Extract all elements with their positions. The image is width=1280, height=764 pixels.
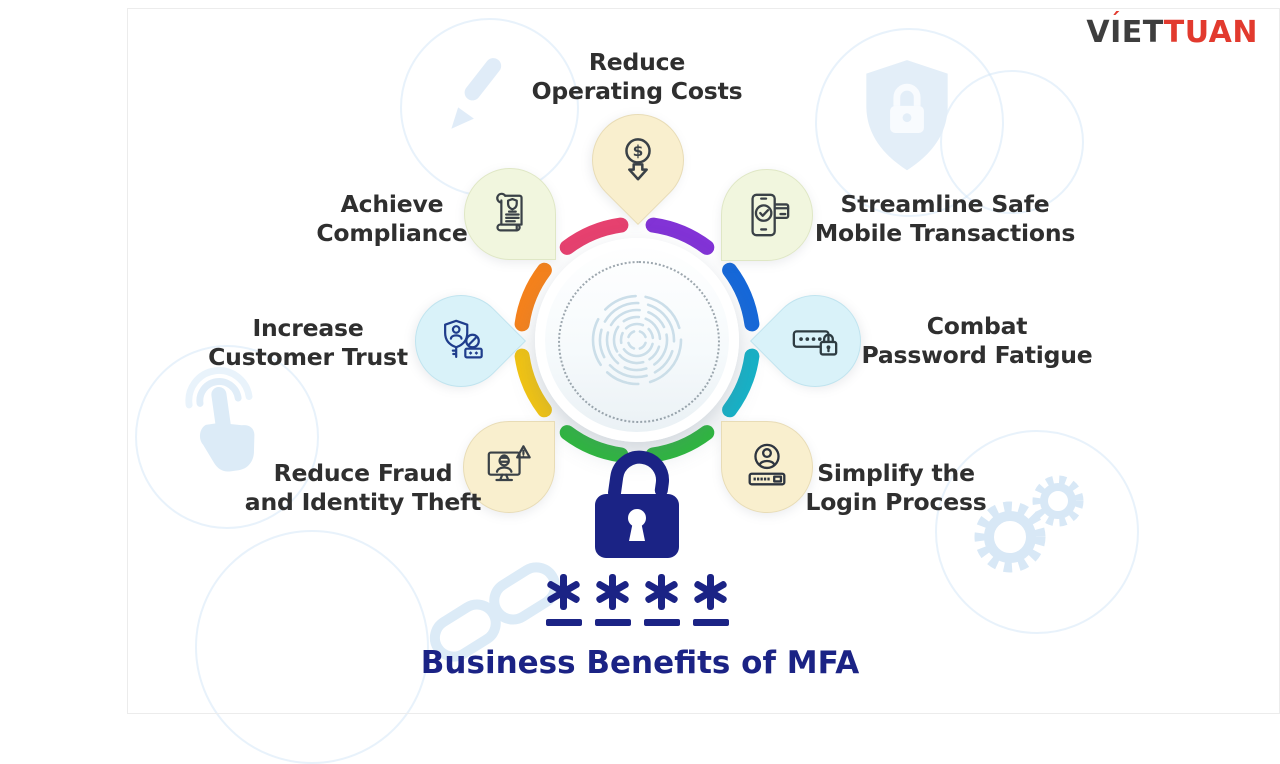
- hacker-alert-icon: [484, 442, 534, 492]
- label-line: Mobile Transactions: [814, 218, 1076, 247]
- shield-lock-icon: [866, 60, 948, 171]
- benefit-label-streamline-safe-mobile-transactions: Streamline Safe Mobile Transactions: [795, 190, 1095, 247]
- label-line: Compliance: [316, 218, 468, 247]
- bubble-achieve-compliance: [464, 168, 556, 260]
- background-circle: [135, 345, 319, 529]
- dollar-decrease-icon: $: [613, 135, 663, 185]
- underscore-bar: [692, 619, 729, 626]
- benefit-ring: [514, 217, 760, 463]
- label-line: Increase: [252, 314, 364, 342]
- background-circle: [935, 430, 1139, 634]
- pen-icon: [451, 58, 502, 129]
- logo-text-dark: VIET ´: [1086, 10, 1163, 50]
- password-field-lock-icon: [790, 316, 840, 366]
- label-line: Streamline Safe: [840, 190, 1050, 218]
- benefit-label-achieve-compliance: Achieve Compliance: [282, 190, 502, 247]
- viettuan-logo: VIET ´ TUAN: [1086, 10, 1258, 50]
- password-char: [692, 574, 729, 626]
- page-title: Business Benefits of MFA: [420, 645, 860, 681]
- password-char: [545, 574, 582, 626]
- hand-tap-icon: [185, 367, 255, 472]
- ring-segment-right-upper: [722, 262, 760, 332]
- user-credentials-icon: [742, 442, 792, 492]
- fingerprint-icon: [591, 294, 683, 386]
- shield-user-key-icon: [436, 316, 486, 366]
- ring-segment-bottom-right: [645, 425, 715, 463]
- open-padlock-icon: [595, 450, 679, 558]
- benefit-label-combat-password-fatigue: Combat Password Fatigue: [827, 312, 1127, 369]
- svg-text:$: $: [633, 142, 644, 160]
- background-circle: [940, 70, 1084, 214]
- ring-segment-top-right: [645, 217, 715, 255]
- asterisk-icon: [546, 574, 582, 610]
- logo-accent: ´: [1109, 10, 1121, 35]
- benefit-label-reduce-fraud-and-identity-theft: Reduce Fraud and Identity Theft: [213, 459, 513, 516]
- ring-segment-top-left: [559, 217, 629, 255]
- bubble-increase-customer-trust: [395, 275, 527, 407]
- compliance-document-icon: [485, 189, 535, 239]
- label-line: Reduce Fraud: [273, 459, 453, 487]
- gears-icon: [974, 475, 1084, 573]
- ring-segment-left-lower: [514, 348, 552, 418]
- benefit-label-reduce-operating-costs: Reduce Operating Costs: [437, 48, 837, 105]
- label-line: Reduce: [588, 48, 686, 76]
- ring-segment-left-upper: [514, 262, 552, 332]
- password-char: [643, 574, 680, 626]
- dotted-ring: [558, 261, 720, 423]
- bubble-simplify-the-login-process: [721, 421, 813, 513]
- password-mask: [527, 574, 747, 626]
- label-line: Login Process: [805, 487, 987, 516]
- underscore-bar: [594, 619, 631, 626]
- benefit-label-simplify-the-login-process: Simplify the Login Process: [746, 459, 1046, 516]
- label-line: Combat: [926, 312, 1028, 340]
- label-line: Simplify the: [817, 459, 975, 487]
- password-char: [594, 574, 631, 626]
- chain-link-icon: [429, 562, 561, 662]
- infographic-canvas: VIET ´ TUAN $: [127, 8, 1280, 764]
- asterisk-icon: [595, 574, 631, 610]
- label-line: Password Fatigue: [861, 340, 1093, 369]
- benefit-label-increase-customer-trust: Increase Customer Trust: [158, 314, 458, 371]
- asterisk-icon: [644, 574, 680, 610]
- underscore-bar: [643, 619, 680, 626]
- label-line: Achieve: [340, 190, 444, 218]
- ring-segment-right-lower: [722, 348, 760, 418]
- phone-check-card-icon: [742, 190, 792, 240]
- ring-segment-bottom-left: [559, 425, 629, 463]
- logo-text-red: TUAN: [1163, 15, 1258, 50]
- bubble-reduce-operating-costs: $: [572, 94, 704, 226]
- label-line: Operating Costs: [531, 76, 743, 105]
- asterisk-icon: [693, 574, 729, 610]
- label-line: and Identity Theft: [244, 487, 482, 516]
- bubble-combat-password-fatigue: [749, 275, 881, 407]
- underscore-bar: [545, 619, 582, 626]
- bubble-reduce-fraud-and-identity-theft: [463, 421, 555, 513]
- label-line: Customer Trust: [208, 342, 408, 371]
- bubble-streamline-safe-mobile-transactions: [721, 169, 813, 261]
